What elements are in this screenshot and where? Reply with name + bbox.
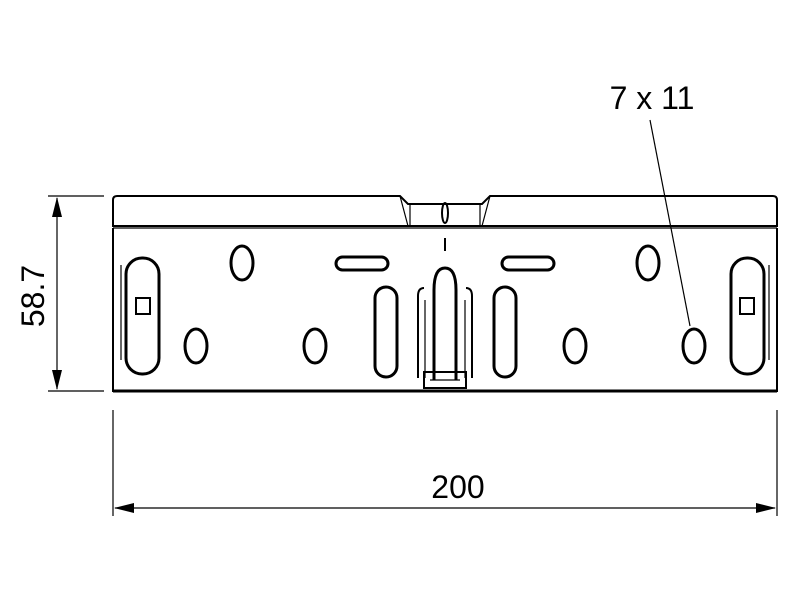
horizontal-slot — [334, 255, 390, 272]
center-latch — [417, 266, 473, 389]
right-square-hole — [739, 297, 755, 315]
right-end-slot — [729, 256, 766, 376]
oval-hole — [302, 327, 328, 365]
top-flange — [112, 195, 778, 227]
width-arrow-left — [114, 503, 134, 513]
width-label: 200 — [431, 469, 484, 505]
height-label: 58.7 — [15, 265, 51, 327]
left-square-hole — [135, 297, 151, 315]
width-arrow-right — [756, 503, 776, 513]
latch-base — [423, 371, 467, 389]
oval-hole — [635, 244, 661, 282]
height-dimension: 58.7 — [15, 195, 104, 392]
oval-hole — [562, 327, 588, 365]
oval-hole — [229, 244, 255, 282]
width-dimension: 200 — [112, 410, 778, 516]
horizontal-slot — [500, 255, 556, 272]
height-arrow-bottom — [52, 370, 62, 390]
flange-center-mark — [441, 202, 449, 224]
vertical-slot — [373, 285, 399, 379]
height-arrow-top — [52, 197, 62, 217]
hole-size-label: 7 x 11 — [610, 80, 695, 116]
oval-hole-7x11 — [681, 327, 707, 365]
left-end-slot — [124, 256, 161, 376]
vertical-slot — [492, 285, 518, 379]
main-plate — [112, 228, 778, 392]
connector-part — [112, 195, 778, 393]
hole-leader-line — [649, 119, 691, 327]
oval-hole — [183, 327, 209, 365]
flange-notch — [399, 195, 491, 227]
hole-callout: 7 x 11 — [610, 80, 695, 327]
